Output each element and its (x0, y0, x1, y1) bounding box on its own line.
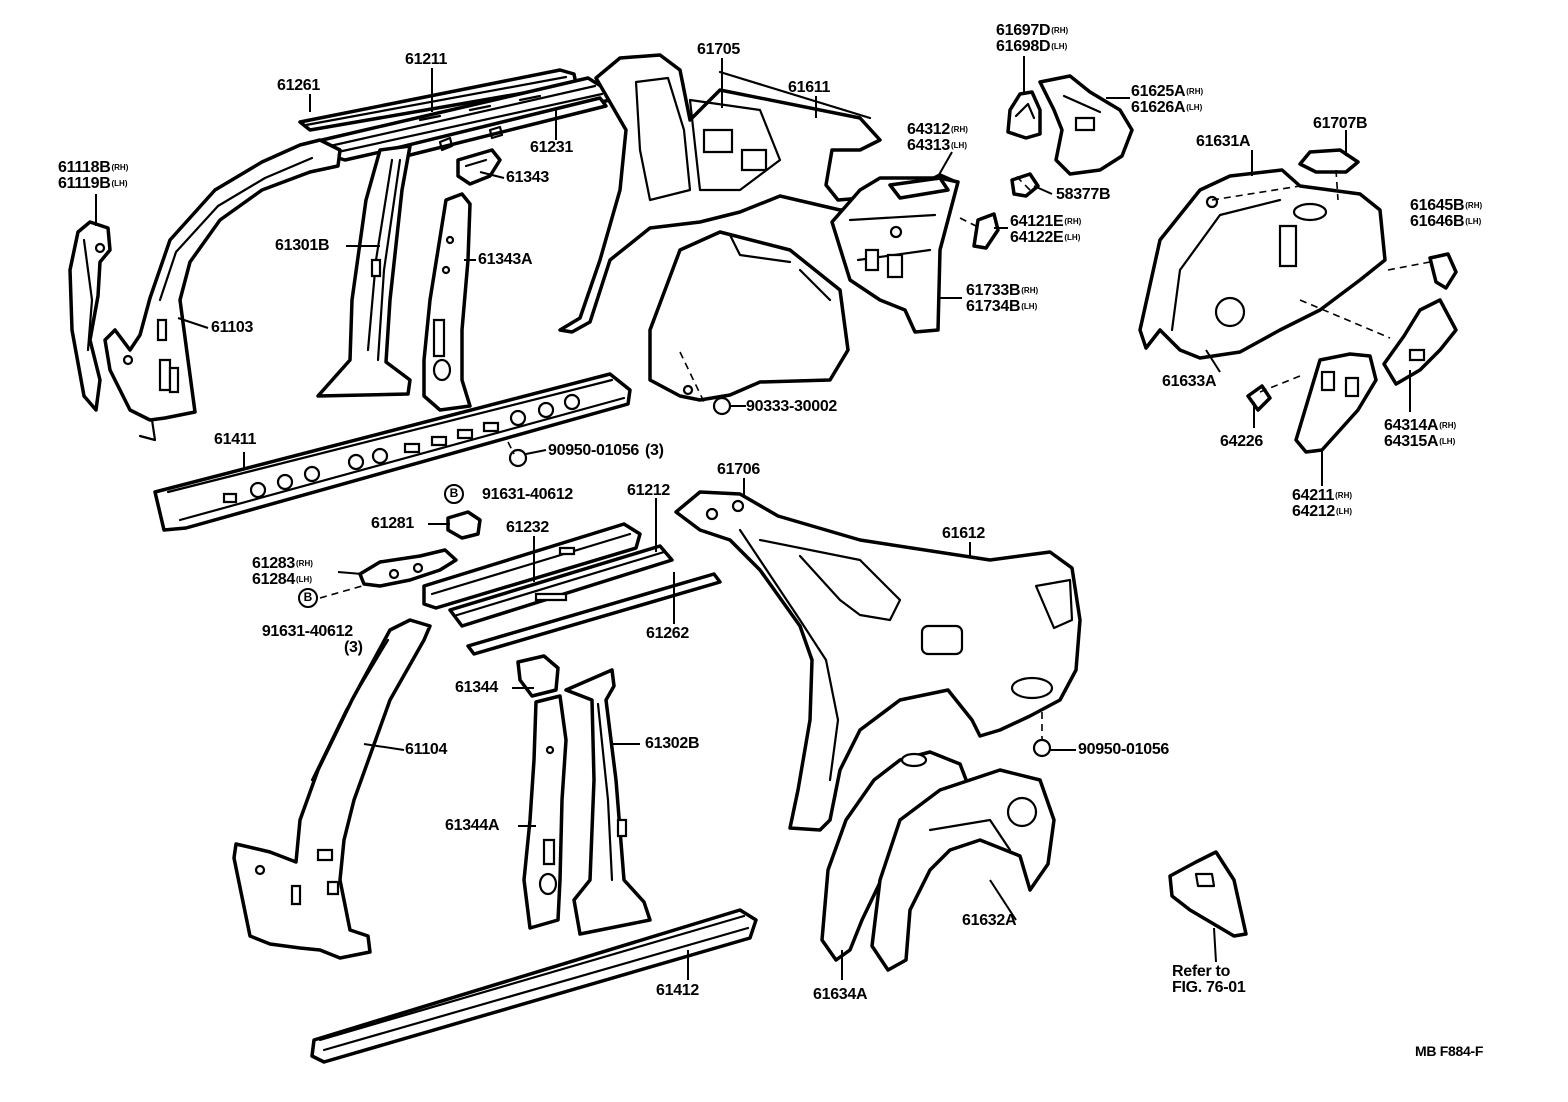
drawing-code: MB F884-F (1415, 1043, 1484, 1059)
label-61231: 61231 (530, 139, 573, 156)
label-61283: 61283(RH) 61284(LH) (252, 555, 313, 588)
part-61733b-pillar-piece (832, 178, 958, 332)
part-mudflap-reference (1170, 852, 1246, 936)
label-61645b: 61645B(RH) 61646B(LH) (1410, 197, 1483, 230)
part-61632a-wheelhouse-outer (872, 770, 1054, 970)
label-61633a: 61633A (1162, 373, 1217, 390)
part-61283-bracket (360, 550, 456, 586)
part-wheelhouse-inner (650, 232, 848, 400)
label-61344a: 61344A (445, 817, 500, 834)
label-91631-40612-b: 91631-40612 (3) (261, 623, 363, 656)
label-61212: 61212 (627, 482, 670, 499)
label-61707b: 61707B (1313, 115, 1368, 132)
nut-90950-a (510, 450, 526, 466)
part-64121e-clip (974, 214, 998, 248)
label-61211: 61211 (405, 51, 448, 68)
label-61302b: 61302B (645, 735, 700, 752)
label-61412: 61412 (656, 982, 699, 999)
label-61697d: 61697D(RH) 61698D(LH) (996, 22, 1069, 55)
part-61261-rail (300, 70, 576, 130)
label-61411: 61411 (214, 431, 257, 448)
label-61343: 61343 (506, 169, 549, 186)
label-refer-to-fig: Refer to FIG. 76-01 (1172, 963, 1246, 996)
label-61632a: 61632A (962, 912, 1017, 929)
part-61212-rail (450, 546, 672, 626)
part-61645b-clip (1430, 254, 1456, 288)
part-61707b-bracket (1300, 150, 1358, 172)
label-61232: 61232 (506, 519, 549, 536)
label-64226: 64226 (1220, 433, 1263, 450)
label-64121e: 64121E(RH) 64122E(LH) (1010, 213, 1082, 246)
label-61261: 61261 (277, 77, 320, 94)
label-61104: 61104 (405, 741, 448, 758)
label-61611: 61611 (788, 79, 831, 96)
part-61697d-cap (1008, 92, 1040, 138)
bolt-91631-40612-b (448, 512, 480, 538)
label-61344: 61344 (455, 679, 498, 696)
label-61118b: 61118B(RH) 61119B(LH) (58, 159, 129, 192)
label-91631-40612-a: 91631-40612 (482, 486, 574, 503)
nut-90950-b (1034, 740, 1050, 756)
label-61343a: 61343A (478, 251, 533, 268)
part-61301b-center-pillar (318, 146, 410, 396)
part-58377b-clip (1012, 174, 1038, 196)
part-61344-bracket (518, 656, 558, 696)
part-61302b-center-pillar (566, 670, 650, 934)
leader-lines (96, 56, 1410, 980)
dashed-alignment-lines (320, 170, 1430, 740)
label-61301b: 61301B (275, 237, 330, 254)
part-61262-strip (468, 574, 720, 654)
part-61343-bracket (458, 150, 500, 184)
part-64211-extension (1296, 354, 1376, 452)
label-90333-30002: 90333-30002 (746, 398, 838, 415)
part-64226-clip (1248, 386, 1270, 410)
label-61612: 61612 (942, 525, 985, 542)
part-61611-quarter-panel (560, 55, 956, 332)
label-61634a: 61634A (813, 986, 868, 1003)
label-61733b: 61733B(RH) 61734B(LH) (966, 282, 1039, 315)
bolt-mark-b-upper: B (444, 484, 464, 504)
label-90950-01056-a: 90950-01056(3) (548, 442, 664, 459)
part-61118b-pillar-piece (70, 222, 110, 410)
label-61103: 61103 (211, 319, 254, 336)
part-61344a-inner-pillar (524, 696, 566, 928)
label-61281: 61281 (371, 515, 414, 532)
grommet-90333 (714, 398, 730, 414)
label-61625a: 61625A(RH) 61626A(LH) (1131, 83, 1204, 116)
label-61631a: 61631A (1196, 133, 1251, 150)
part-64312-reinforcement (890, 178, 948, 198)
label-61706: 61706 (717, 461, 760, 478)
part-64314a-bracket (1384, 300, 1456, 384)
label-64312: 64312(RH) 64313(LH) (907, 121, 968, 154)
part-61232-rail (424, 524, 640, 608)
part-61612-quarter-panel (676, 492, 1080, 830)
part-61343a-inner-pillar (424, 194, 470, 410)
bolt-mark-b-lower: B (298, 588, 318, 608)
label-61705: 61705 (697, 41, 740, 58)
part-61631a-wheelhouse-outer (1140, 170, 1385, 358)
label-90950-01056-b: 90950-01056 (1078, 741, 1170, 758)
label-58377b: 58377B (1056, 186, 1111, 203)
part-61103-front-pillar (105, 140, 340, 440)
label-64211: 64211(RH) 64212(LH) (1292, 487, 1353, 520)
label-64314a: 64314A(RH) 64315A(LH) (1384, 417, 1457, 450)
part-61625a-bracket (1040, 76, 1132, 174)
label-61262: 61262 (646, 625, 689, 642)
part-61412-rocker (312, 910, 756, 1062)
part-61104-front-pillar (234, 620, 430, 958)
part-61411-rocker (155, 374, 630, 530)
